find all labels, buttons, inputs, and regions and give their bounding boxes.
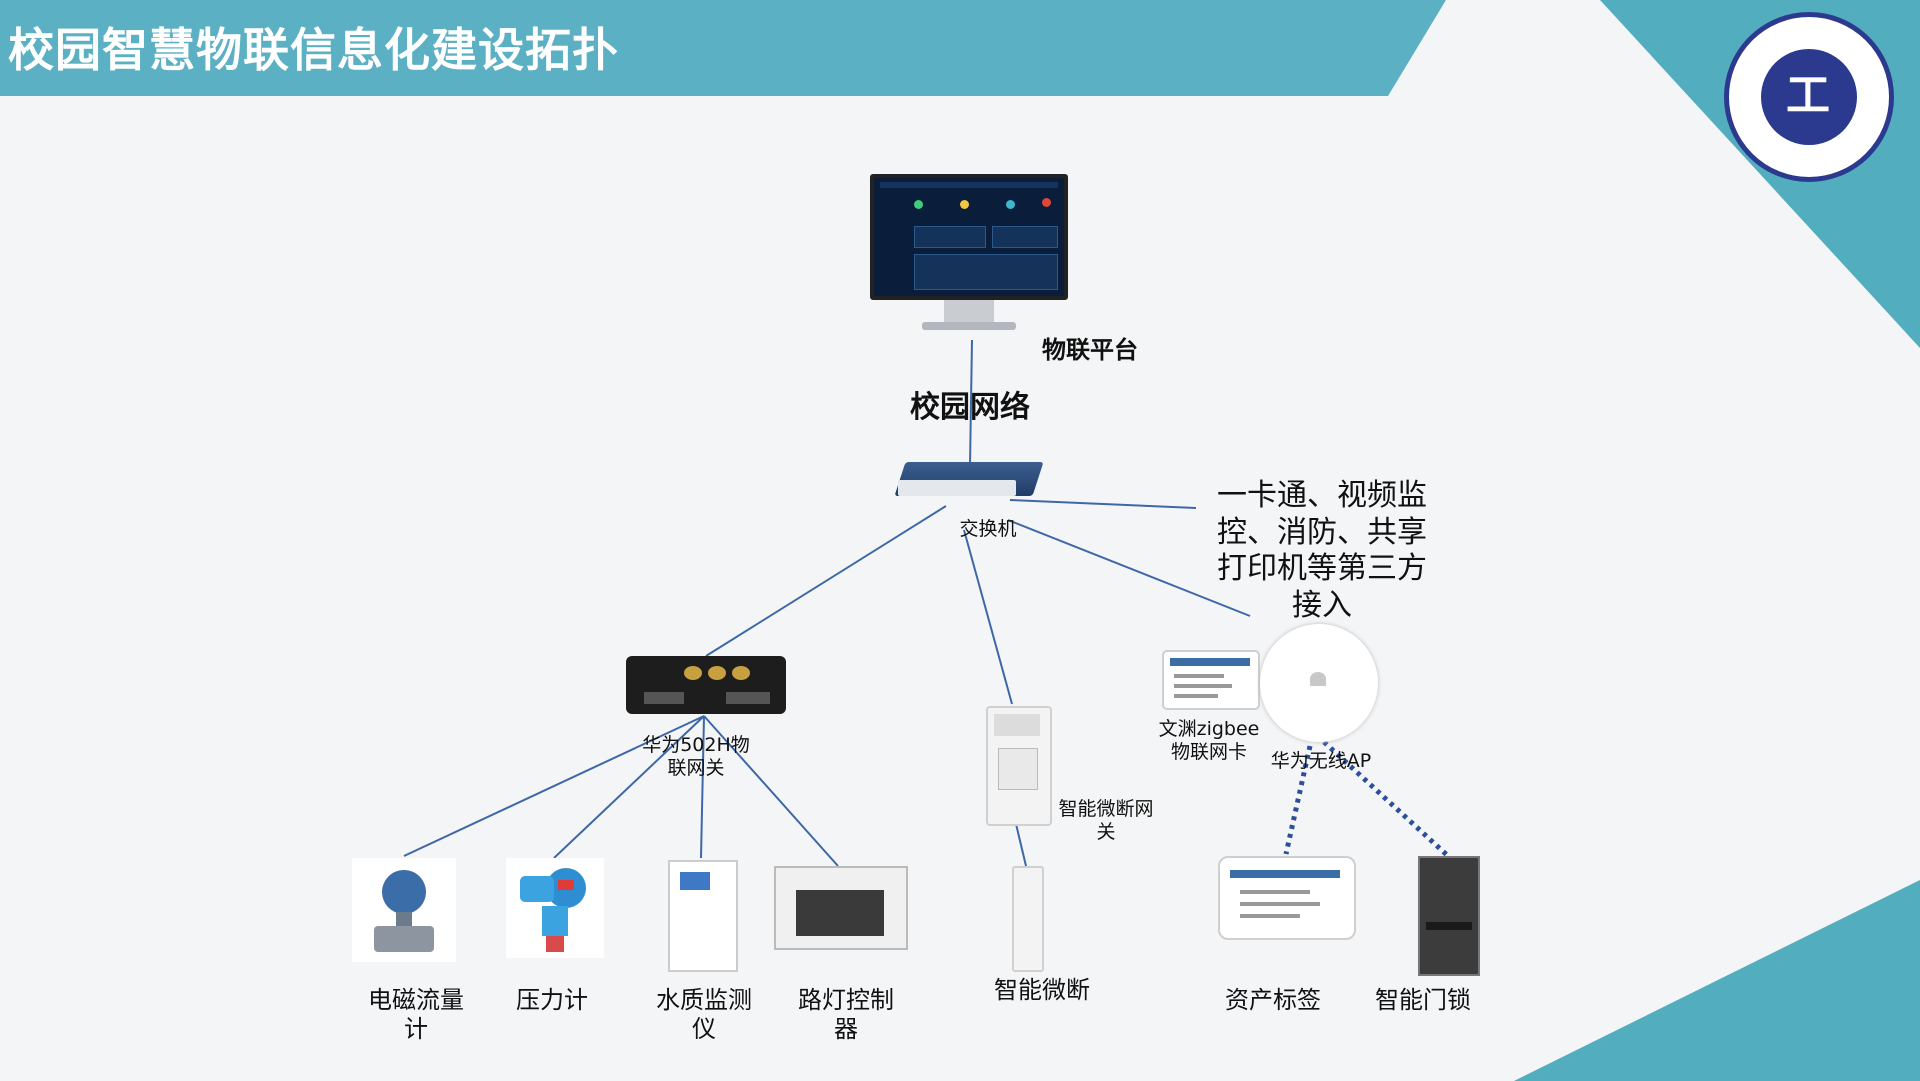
tag-line: [1240, 914, 1300, 918]
link-gateway-pressure: [553, 715, 705, 859]
card-header: [1170, 658, 1250, 666]
breaker-switch: [998, 748, 1038, 790]
tag-line: [1240, 890, 1310, 894]
smart-breaker-icon: [1012, 866, 1044, 972]
status-dot-yellow: [960, 200, 969, 209]
ap-label: 华为无线AP: [1270, 750, 1372, 772]
card-line: [1174, 674, 1224, 678]
screen-panel-bottom: [914, 254, 1058, 290]
card-line: [1174, 694, 1218, 698]
tag-line: [1240, 902, 1320, 906]
device-label-waterquality: 水质监测仪: [656, 986, 752, 1044]
school-logo: 工: [1724, 12, 1894, 182]
status-dot-teal: [1006, 200, 1015, 209]
link-platform-switch: [969, 339, 973, 467]
link-switch-ap: [1007, 519, 1251, 617]
slide-title: 校园智慧物联信息化建设拓扑: [8, 23, 619, 77]
screen-panel-left: [914, 226, 986, 248]
breaker-gateway-label: 智能微断网关: [1058, 798, 1154, 844]
screen-header-bar: [880, 182, 1058, 188]
third-party-label: 一卡通、视频监控、消防、共享打印机等第三方接入: [1217, 478, 1427, 623]
header-band: [0, 0, 1446, 96]
link-switch-thirdparty: [1009, 499, 1197, 509]
flowmeter-icon: [352, 858, 456, 962]
link-switch-gateway: [705, 505, 947, 657]
link-gateway-waterquality: [700, 715, 705, 859]
logo-emblem: [1761, 49, 1857, 145]
link-gateway-flowmeter: [403, 715, 705, 857]
controller-display: [796, 890, 884, 936]
platform-monitor: [870, 174, 1068, 300]
breaker-top: [994, 714, 1040, 736]
device-label-pressure: 压力计: [516, 986, 588, 1014]
lock-handle: [1426, 922, 1472, 930]
device-label-lock: 智能门锁: [1375, 986, 1471, 1014]
monitor-stand: [944, 300, 994, 324]
status-dot-red: [1042, 198, 1051, 207]
smart-breaker-gateway: [986, 706, 1052, 826]
screen-panel-right: [992, 226, 1058, 248]
device-label-assettag: 资产标签: [1225, 986, 1321, 1014]
status-dot-green: [914, 200, 923, 209]
streetlight-controller-icon: [774, 866, 908, 950]
link-ap-assettag: [1283, 745, 1313, 855]
asset-tag-icon: [1218, 856, 1356, 940]
link-breaker-gateway-breaker: [1015, 823, 1027, 867]
switch-label: 交换机: [959, 518, 1017, 540]
monitor-display: [680, 872, 710, 890]
antenna-port: [684, 666, 702, 680]
ethernet-slot: [644, 692, 684, 704]
huawei-wireless-ap: [1260, 624, 1378, 742]
network-label: 校园网络: [910, 390, 1030, 425]
water-quality-monitor-icon: [668, 860, 738, 972]
device-label-lamp: 路灯控制器: [798, 986, 894, 1044]
link-gateway-lamp: [703, 715, 839, 867]
tag-header: [1230, 870, 1340, 878]
iot-gateway-502h: [626, 656, 786, 714]
zigbee-card: [1162, 650, 1260, 710]
monitor-base: [922, 322, 1016, 330]
corner-band-bottom-right: [1514, 880, 1920, 1081]
pressure-gauge-icon: [506, 858, 604, 958]
device-label-flowmeter: 电磁流量计: [368, 986, 464, 1044]
device-label-breaker: 智能微断: [994, 976, 1090, 1004]
antenna-port: [708, 666, 726, 680]
link-switch-breaker-gateway: [963, 529, 1013, 705]
smart-lock-icon: [1418, 856, 1480, 976]
huawei-logo-icon: [1310, 672, 1326, 686]
switch-port-panel: [898, 480, 1016, 496]
platform-label: 物联平台: [1042, 336, 1138, 364]
card-line: [1174, 684, 1232, 688]
link-ap-lock: [1322, 740, 1450, 858]
ethernet-slot: [726, 692, 770, 704]
gateway-label: 华为502H物联网关: [642, 734, 750, 780]
logo-glyph: 工: [1786, 70, 1830, 121]
zigbee-card-label: 文渊zigbee物联网卡: [1158, 718, 1260, 764]
antenna-port: [732, 666, 750, 680]
